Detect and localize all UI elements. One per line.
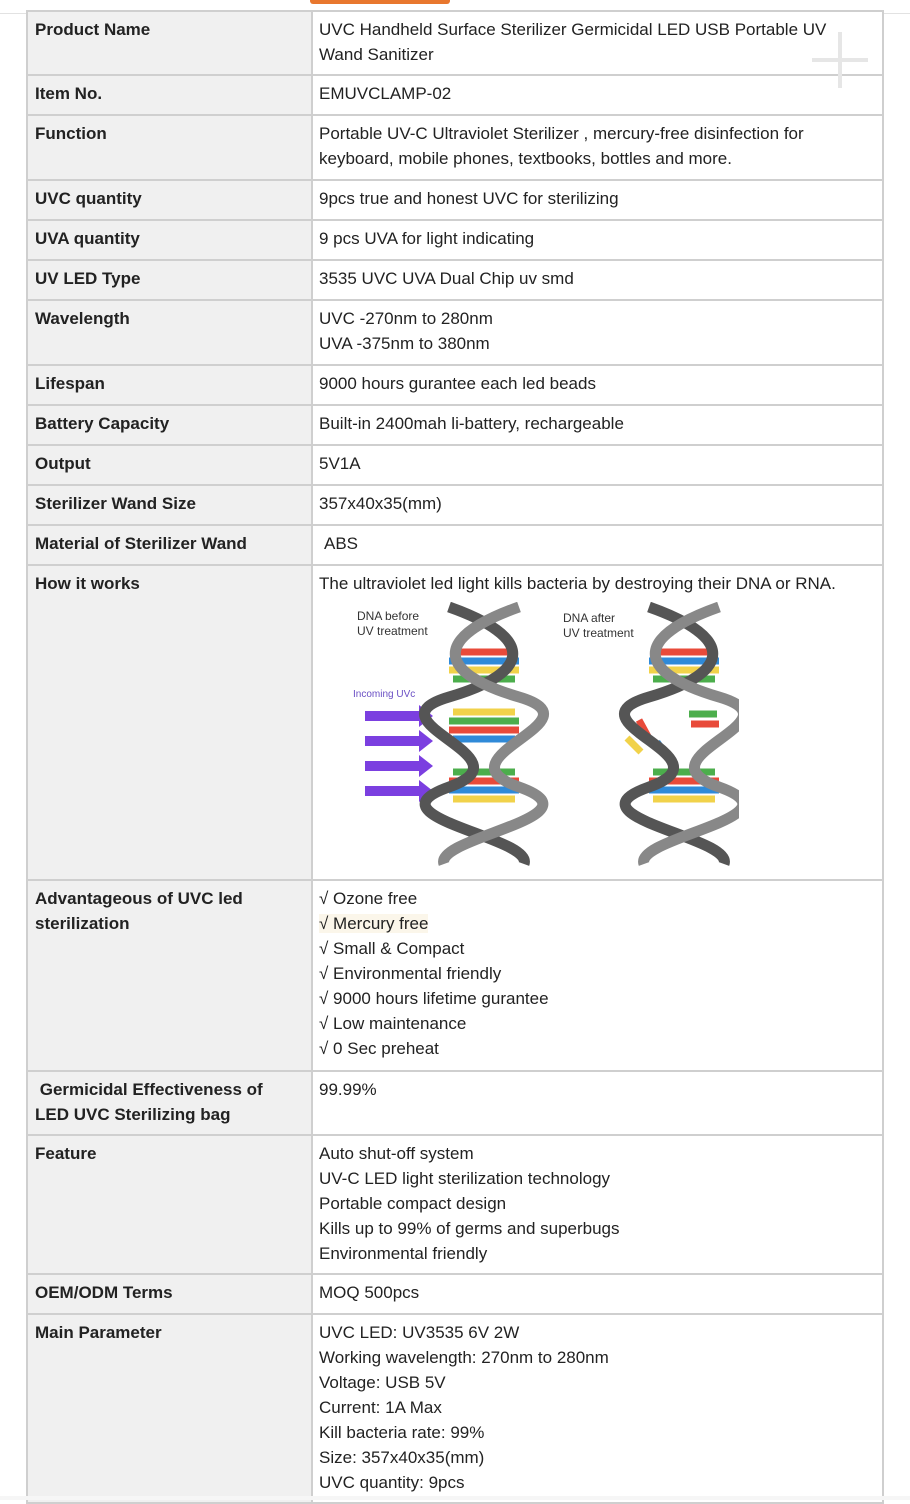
row-key: Feature xyxy=(26,1134,313,1275)
row-key: Lifespan xyxy=(26,364,313,406)
table-row: Sterilizer Wand Size 357x40x35(mm) xyxy=(26,484,884,526)
row-key: UVA quantity xyxy=(26,219,313,261)
row-value: EMUVCLAMP-02 xyxy=(311,74,884,116)
row-value: 9 pcs UVA for light indicating xyxy=(311,219,884,261)
dna-uv-diagram: DNA before UV treatment DNA after UV tre… xyxy=(353,602,739,866)
table-row: OEM/ODM Terms MOQ 500pcs xyxy=(26,1273,884,1315)
table-row: Feature Auto shut-off system UV-C LED li… xyxy=(26,1134,884,1275)
label-uv-treatment-after: UV treatment xyxy=(563,626,634,640)
row-value: UVC -270nm to 280nm UVA -375nm to 380nm xyxy=(311,299,884,366)
row-key: Germicidal Effectiveness of LED UVC Ster… xyxy=(26,1070,313,1136)
row-value: The ultraviolet led light kills bacteria… xyxy=(311,564,884,881)
table-row: Function Portable UV-C Ultraviolet Steri… xyxy=(26,114,884,181)
table-row: Material of Sterilizer Wand ABS xyxy=(26,524,884,566)
dna-helix-before xyxy=(419,602,549,866)
row-value: Portable UV-C Ultraviolet Sterilizer , m… xyxy=(311,114,884,181)
table-row: UVA quantity 9 pcs UVA for light indicat… xyxy=(26,219,884,261)
row-key: Material of Sterilizer Wand xyxy=(26,524,313,566)
table-row: Wavelength UVC -270nm to 280nm UVA -375n… xyxy=(26,299,884,366)
spec-table: Product Name UVC Handheld Surface Steril… xyxy=(26,10,884,1504)
row-value: UVC LED: UV3535 6V 2W Working wavelength… xyxy=(311,1313,884,1504)
row-value: 3535 UVC UVA Dual Chip uv smd xyxy=(311,259,884,301)
table-row: UVC quantity 9pcs true and honest UVC fo… xyxy=(26,179,884,221)
row-value: ABS xyxy=(311,524,884,566)
row-key: Function xyxy=(26,114,313,181)
row-key: OEM/ODM Terms xyxy=(26,1273,313,1315)
top-accent-tab xyxy=(310,0,450,4)
row-key: Wavelength xyxy=(26,299,313,366)
label-uv-treatment-before: UV treatment xyxy=(357,624,428,638)
row-key: Main Parameter xyxy=(26,1313,313,1504)
dna-helix-after xyxy=(619,602,739,866)
row-key: Product Name xyxy=(26,10,313,76)
table-row: Advantageous of UVC led sterilization √ … xyxy=(26,879,884,1072)
uv-arrows xyxy=(365,705,433,802)
label-incoming-uvc: Incoming UVc xyxy=(353,689,415,700)
label-dna-after: DNA after xyxy=(563,611,615,625)
row-value: Built-in 2400mah li-battery, rechargeabl… xyxy=(311,404,884,446)
row-value: 357x40x35(mm) xyxy=(311,484,884,526)
row-value: 9pcs true and honest UVC for sterilizing xyxy=(311,179,884,221)
row-value: Auto shut-off system UV-C LED light ster… xyxy=(311,1134,884,1275)
row-key: How it works xyxy=(26,564,313,881)
row-value: MOQ 500pcs xyxy=(311,1273,884,1315)
row-value: 99.99% xyxy=(311,1070,884,1136)
row-key: Item No. xyxy=(26,74,313,116)
row-key: Sterilizer Wand Size xyxy=(26,484,313,526)
row-value: 5V1A xyxy=(311,444,884,486)
plus-icon[interactable] xyxy=(810,30,870,90)
table-row: How it works The ultraviolet led light k… xyxy=(26,564,884,881)
row-key: Advantageous of UVC led sterilization xyxy=(26,879,313,1072)
table-row: Battery Capacity Built-in 2400mah li-bat… xyxy=(26,404,884,446)
label-dna-before: DNA before xyxy=(357,609,419,623)
row-key: Output xyxy=(26,444,313,486)
row-value: 9000 hours gurantee each led beads xyxy=(311,364,884,406)
row-key: UV LED Type xyxy=(26,259,313,301)
row-key: UVC quantity xyxy=(26,179,313,221)
table-row: Lifespan 9000 hours gurantee each led be… xyxy=(26,364,884,406)
table-row: Item No. EMUVCLAMP-02 xyxy=(26,74,884,116)
row-key: Battery Capacity xyxy=(26,404,313,446)
row-value: UVC Handheld Surface Sterilizer Germicid… xyxy=(311,10,884,76)
table-row: UV LED Type 3535 UVC UVA Dual Chip uv sm… xyxy=(26,259,884,301)
row-value: √ Ozone free √ Mercury free √ Small & Co… xyxy=(311,879,884,1072)
table-row: Main Parameter UVC LED: UV3535 6V 2W Wor… xyxy=(26,1313,884,1504)
table-row: Germicidal Effectiveness of LED UVC Ster… xyxy=(26,1070,884,1136)
table-row: Product Name UVC Handheld Surface Steril… xyxy=(26,10,884,76)
table-row: Output 5V1A xyxy=(26,444,884,486)
